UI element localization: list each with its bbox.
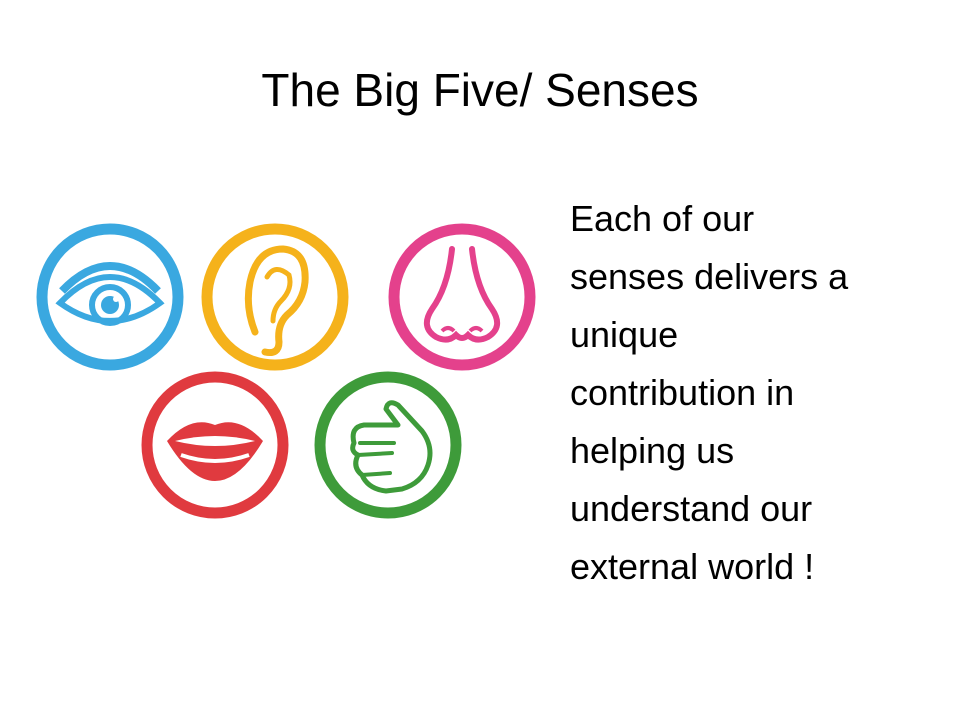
body-line: external world ! — [570, 546, 815, 587]
eye-icon — [36, 223, 184, 371]
slide-title: The Big Five/ Senses — [261, 64, 699, 116]
nose-icon — [388, 223, 536, 371]
body-line: unique — [570, 314, 679, 355]
ear-icon — [201, 223, 349, 371]
body-line: senses delivers a — [570, 256, 849, 297]
body-text: Each of our senses delivers a unique con… — [570, 190, 930, 596]
five-senses-graphic — [36, 223, 536, 519]
body-line: contribution in — [570, 372, 795, 413]
body-line: helping us — [570, 430, 735, 471]
body-line: Each of our — [570, 198, 755, 239]
body-line: understand our — [570, 488, 813, 529]
mouth-icon — [141, 371, 289, 519]
hand-icon — [314, 371, 462, 519]
